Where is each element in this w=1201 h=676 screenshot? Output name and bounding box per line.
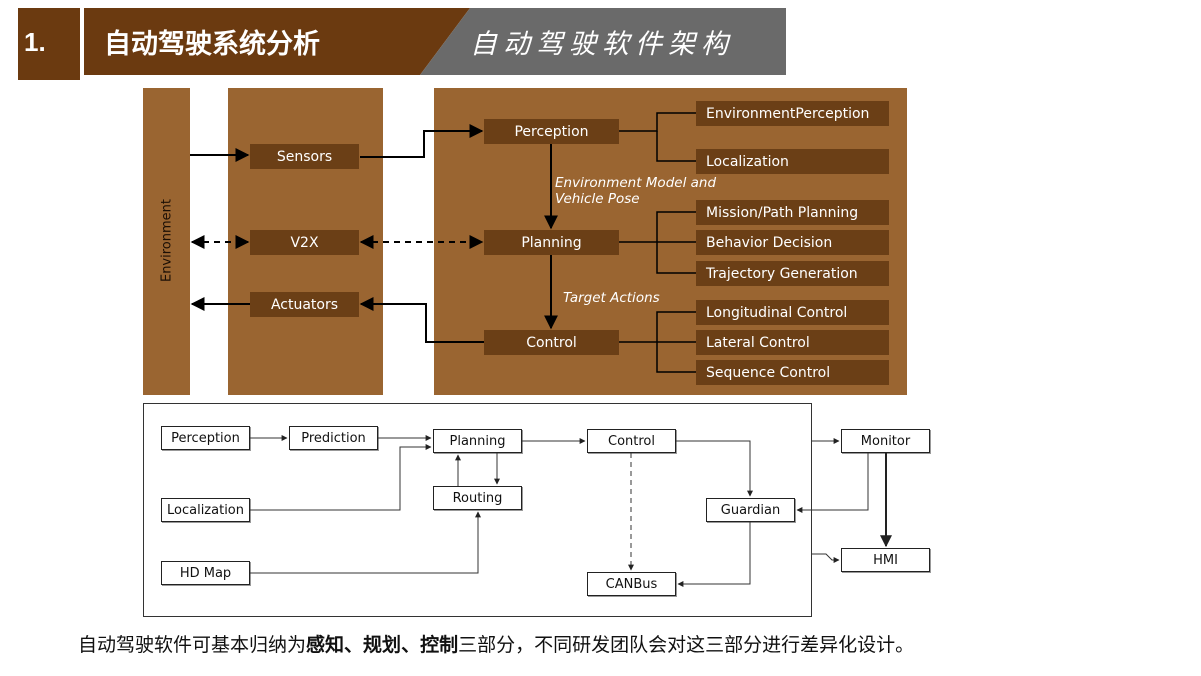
caption-part2: 三部分，不同研发团队会对这三部分进行差异化设计。 (458, 634, 915, 656)
caption-part1: 自动驾驶软件可基本归纳为 (78, 634, 307, 656)
caption-sep2: 、 (401, 634, 421, 656)
header-title: 自动驾驶系统分析 (104, 29, 320, 60)
perception-box: Perception (484, 119, 619, 144)
sub-environment-perception: EnvironmentPerception (696, 101, 889, 126)
canbus-module: CANBus (587, 572, 676, 596)
header-subtitle-block (420, 8, 786, 75)
caption-bold-perception: 感知 (306, 634, 345, 656)
actuators-box: Actuators (250, 292, 359, 317)
perception-module: Perception (161, 426, 250, 450)
header-number: 1. (24, 27, 46, 57)
sub-sequence-control: Sequence Control (696, 360, 889, 385)
caption-sep1: 、 (344, 634, 364, 656)
arrow-to-hmi (812, 553, 840, 563)
planning-box: Planning (484, 230, 619, 255)
control-box: Control (484, 330, 619, 355)
sub-longitudinal-control: Longitudinal Control (696, 300, 889, 325)
caption: 自动驾驶软件可基本归纳为感知、规划、控制三部分，不同研发团队会对这三部分进行差异… (78, 630, 914, 657)
monitor-module: Monitor (841, 429, 930, 453)
target-actions-label: Target Actions (563, 290, 660, 306)
header-shapes (18, 8, 786, 80)
env-model-label-line1: Environment Model and (555, 175, 717, 191)
caption-bold-control: 控制 (420, 634, 459, 656)
guardian-module: Guardian (706, 498, 795, 522)
env-model-label-line2: Vehicle Pose (555, 191, 640, 207)
sub-mission-path-planning: Mission/Path Planning (696, 200, 889, 225)
hd-map-module: HD Map (161, 561, 250, 585)
sub-behavior-decision: Behavior Decision (696, 230, 889, 255)
header-subtitle: 自动驾驶软件架构 (470, 29, 734, 60)
v2x-box: V2X (250, 230, 359, 255)
planning-module: Planning (433, 429, 522, 453)
hmi-module: HMI (841, 548, 930, 572)
sub-lateral-control: Lateral Control (696, 330, 889, 355)
sub-localization: Localization (696, 149, 889, 174)
localization-module: Localization (161, 498, 250, 522)
prediction-module: Prediction (289, 426, 378, 450)
control-module: Control (587, 429, 676, 453)
routing-module: Routing (433, 486, 522, 510)
environment-panel (143, 88, 190, 395)
sub-trajectory-generation: Trajectory Generation (696, 261, 889, 286)
sensors-box: Sensors (250, 144, 359, 169)
header-title-block (84, 8, 470, 75)
environment-label: Environment (159, 199, 175, 283)
caption-bold-planning: 规划 (363, 634, 402, 656)
